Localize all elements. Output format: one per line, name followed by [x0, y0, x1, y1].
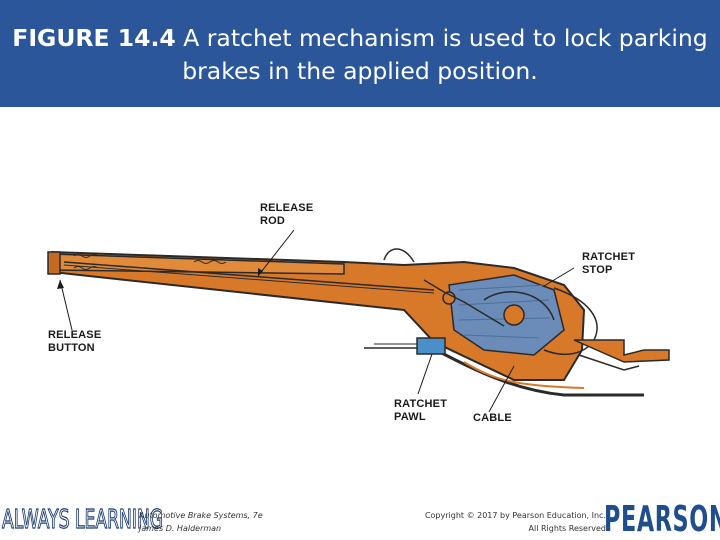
book-author: James D. Halderman — [139, 524, 222, 533]
callout-ratchet-pawl-line2: PAWL — [394, 411, 426, 423]
release-button-leader — [59, 279, 73, 331]
figure-number: FIGURE 14.4 — [12, 24, 176, 52]
ratchet-mechanism-illustration — [47, 229, 670, 413]
callout-ratchet-stop-line1: RATCHET — [582, 251, 636, 263]
mounting-bracket — [573, 339, 670, 363]
callout-release-button-line1: RELEASE — [48, 329, 102, 341]
copyright-line1: Copyright © 2017 by Pearson Education, I… — [424, 511, 606, 520]
callout-release-rod-line1: RELEASE — [260, 202, 314, 214]
callout-ratchet-pawl: RATCHET PAWL — [394, 398, 447, 424]
pivot-bolt — [503, 304, 525, 326]
ratchet-stop-leader — [543, 267, 575, 287]
ratchet-arc — [483, 291, 555, 321]
always-learning-logo: ALWAYS LEARNING — [2, 504, 164, 535]
pearson-logo: PEARSON — [604, 499, 720, 540]
copyright-line2: All Rights Reserved — [528, 524, 606, 533]
brake-cable-lower — [463, 361, 585, 389]
title-banner: FIGURE 14.4 A ratchet mechanism is used … — [0, 0, 720, 107]
callout-release-button-line2: BUTTON — [48, 342, 95, 354]
callout-release-rod-line2: ROD — [260, 215, 286, 227]
release-rod-line — [63, 261, 435, 291]
callout-release-rod: RELEASE ROD — [260, 202, 313, 228]
copyright-notice: Copyright © 2017 by Pearson Education, I… — [360, 509, 606, 535]
book-citation: Automotive Brake Systems, 7e James D. Ha… — [139, 509, 263, 535]
ratchet-pawl-leader — [417, 353, 433, 395]
slide-title: FIGURE 14.4 A ratchet mechanism is used … — [10, 22, 710, 88]
callout-release-button: RELEASE BUTTON — [48, 329, 101, 355]
callout-ratchet-pawl-line1: RATCHET — [394, 398, 448, 410]
figure-caption: A ratchet mechanism is used to lock park… — [175, 24, 708, 85]
callout-ratchet-stop-line2: STOP — [582, 264, 613, 276]
footer — [0, 500, 720, 540]
callout-cable-line1: CABLE — [473, 412, 512, 424]
book-title: Automotive Brake Systems, 7e — [139, 511, 263, 520]
spring — [423, 279, 505, 327]
cable-leader — [488, 365, 515, 413]
release-button-cap — [47, 251, 61, 275]
callout-cable: CABLE — [473, 412, 512, 425]
release-rod-leader — [257, 229, 295, 277]
callout-ratchet-stop: RATCHET STOP — [582, 251, 635, 277]
brake-cable — [435, 348, 644, 397]
ratchet-pawl-block — [416, 337, 446, 355]
